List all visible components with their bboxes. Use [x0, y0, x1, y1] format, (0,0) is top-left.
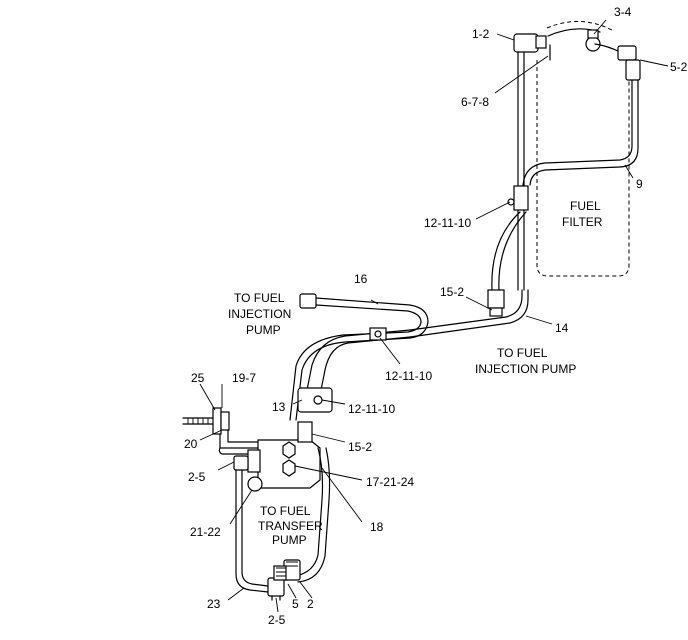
fuel-line-16: [289, 293, 429, 421]
clip-lower: [297, 387, 333, 413]
inj-left-line1: TO FUEL: [234, 291, 285, 305]
filter-label-line1: FUEL: [570, 199, 601, 213]
callout-21-22: 21-22: [190, 525, 221, 539]
callout-5: 5: [292, 597, 299, 611]
callout-2: 2: [307, 597, 314, 611]
callout-19-7: 19-7: [232, 371, 256, 385]
filter-label-line2: FILTER: [562, 215, 603, 229]
callout-13: 13: [272, 400, 286, 414]
filter-head-fittings: [513, 29, 641, 81]
fuel-line-9: [522, 79, 639, 186]
note-labels: FUEL FILTER TO FUEL INJECTION PUMP TO FU…: [228, 199, 603, 547]
inj-left-line2: INJECTION: [228, 307, 291, 321]
transfer-pump-fittings: [267, 559, 301, 601]
callout-15-2-b: 15-2: [348, 440, 372, 454]
callout-2-5-b: 2-5: [268, 613, 286, 627]
inj-right-line1: TO FUEL: [497, 346, 548, 360]
callout-1-2: 1-2: [472, 27, 490, 41]
callout-16: 16: [354, 272, 368, 286]
transfer-line3: PUMP: [272, 533, 307, 547]
callout-labels: 1-2 3-4 5-2 6-7-8 9 12-11-10 15-2 14 16 …: [184, 5, 688, 627]
callout-18: 18: [370, 520, 384, 534]
callout-15-2-a: 15-2: [440, 285, 464, 299]
fuel-line-vertical: [409, 51, 529, 338]
callout-9: 9: [636, 177, 643, 191]
callout-25: 25: [191, 371, 205, 385]
fitting-block: [233, 421, 321, 492]
transfer-line1: TO FUEL: [260, 504, 311, 518]
callout-12-11-10-a: 12-11-10: [424, 216, 471, 230]
inj-left-line3: PUMP: [246, 323, 281, 337]
fuel-line-23: [235, 469, 269, 593]
fuel-line-18: [295, 447, 331, 583]
callout-12-11-10-b: 12-11-10: [385, 369, 432, 383]
fuel-filter: [536, 20, 630, 277]
callout-5-2-top: 5-2: [670, 60, 688, 74]
transfer-line2: TRANSFER: [258, 519, 323, 533]
callout-2-5-a: 2-5: [188, 470, 206, 484]
fuel-line-to-15-2: [487, 211, 527, 317]
callout-14: 14: [555, 321, 569, 335]
callout-23: 23: [207, 597, 221, 611]
callout-3-4: 3-4: [614, 5, 632, 19]
callout-12-11-10-c: 12-11-10: [348, 402, 395, 416]
leader-lines: [199, 19, 669, 613]
callout-17-21-24: 17-21-24: [366, 475, 414, 489]
bracket-20: [182, 407, 271, 455]
fuel-line-14: [303, 329, 411, 406]
inj-right-line2: INJECTION PUMP: [475, 362, 576, 376]
callout-6-7-8: 6-7-8: [461, 95, 489, 109]
clip-upper: [507, 185, 529, 211]
callout-20: 20: [184, 437, 198, 451]
clip-middle: [369, 327, 387, 341]
